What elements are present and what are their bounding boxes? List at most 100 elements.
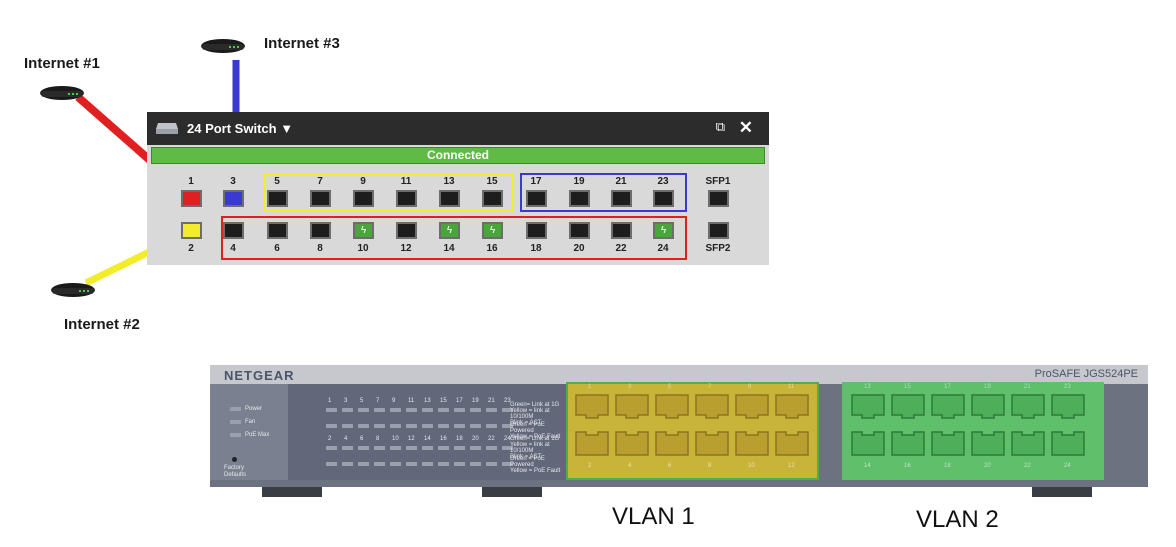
rj45-port[interactable]: [850, 391, 886, 419]
rj45-port[interactable]: [1010, 391, 1046, 419]
port-5[interactable]: [267, 190, 288, 207]
rj45-port[interactable]: [774, 431, 810, 459]
rj45-port[interactable]: [654, 391, 690, 419]
port-3[interactable]: [223, 190, 244, 207]
port-led: [470, 446, 481, 450]
port-20[interactable]: [569, 222, 590, 239]
rj45-port[interactable]: [930, 431, 966, 459]
rj45-port[interactable]: [734, 391, 770, 419]
rj45-port[interactable]: [614, 431, 650, 459]
port-number: 20: [984, 463, 991, 469]
netgear-switch: NETGEAR ProSAFE JGS524PE Power Fan PoE M…: [210, 365, 1148, 497]
foot: [1032, 487, 1092, 497]
yellow-port-group: [263, 173, 513, 212]
port-led: [486, 446, 497, 450]
rj45-port[interactable]: [930, 391, 966, 419]
rj45-port[interactable]: [774, 391, 810, 419]
vlan-1-label: VLAN 1: [612, 503, 695, 530]
port-23[interactable]: [653, 190, 674, 207]
led-number: 2: [328, 436, 332, 442]
sfp-port[interactable]: [708, 190, 729, 207]
port-number: 5: [668, 384, 672, 390]
sfp-port[interactable]: [708, 222, 729, 239]
port-number-label: 18: [530, 243, 542, 254]
rj45-port[interactable]: [654, 431, 690, 459]
close-icon[interactable]: ✕: [738, 118, 753, 137]
port-22[interactable]: [611, 222, 632, 239]
port-18[interactable]: [526, 222, 547, 239]
rj45-port[interactable]: [890, 431, 926, 459]
port-10[interactable]: ϟ: [353, 222, 374, 239]
port-7[interactable]: [310, 190, 331, 207]
rj45-port[interactable]: [1010, 431, 1046, 459]
rj45-port[interactable]: [574, 391, 610, 419]
port-21[interactable]: [611, 190, 632, 207]
led-number: 8: [376, 436, 380, 442]
port-number-label: 5: [274, 176, 280, 187]
poe-led: [406, 424, 417, 428]
port-number-label: 19: [573, 176, 585, 187]
rj45-port[interactable]: [970, 431, 1006, 459]
switch-title-dropdown[interactable]: 24 Port Switch ▼: [187, 121, 293, 136]
poe-led: [390, 462, 401, 466]
poe-led: [486, 462, 497, 466]
port-13[interactable]: [439, 190, 460, 207]
rj45-port[interactable]: [1050, 431, 1086, 459]
port-12[interactable]: [396, 222, 417, 239]
power-label: Power: [245, 406, 263, 412]
rj45-port[interactable]: [734, 431, 770, 459]
port-17[interactable]: [526, 190, 547, 207]
rj45-port[interactable]: [890, 391, 926, 419]
port-number: 9: [748, 384, 752, 390]
led-number: 3: [344, 398, 348, 404]
port-number-label: 2: [188, 243, 194, 254]
port-11[interactable]: [396, 190, 417, 207]
port-19[interactable]: [569, 190, 590, 207]
led-number: 16: [440, 436, 447, 442]
rj45-port[interactable]: [694, 391, 730, 419]
reset-button[interactable]: [232, 457, 237, 462]
led-number: 23: [504, 398, 511, 404]
led-number: 18: [456, 436, 463, 442]
poe-max-led: [230, 433, 241, 437]
port-8[interactable]: [310, 222, 331, 239]
popout-icon[interactable]: ⧉: [715, 119, 725, 134]
rj45-port[interactable]: [1050, 391, 1086, 419]
led-number: 15: [440, 398, 447, 404]
led-number: 5: [360, 398, 364, 404]
port-number: 8: [708, 463, 712, 469]
rj45-port[interactable]: [694, 431, 730, 459]
led-number: 24: [504, 436, 511, 442]
rj45-port[interactable]: [970, 391, 1006, 419]
poe-led: [438, 424, 449, 428]
port-16[interactable]: ϟ: [482, 222, 503, 239]
rj45-port[interactable]: [614, 391, 650, 419]
foot: [482, 487, 542, 497]
poe-led: [374, 462, 385, 466]
fan-led: [230, 420, 241, 424]
port-2[interactable]: [181, 222, 202, 239]
port-9[interactable]: [353, 190, 374, 207]
netgear-model: ProSAFE JGS524PE: [1034, 368, 1138, 380]
port-15[interactable]: [482, 190, 503, 207]
rj45-port[interactable]: [850, 431, 886, 459]
poe-led: [406, 462, 417, 466]
led-number: 22: [488, 436, 495, 442]
port-14[interactable]: ϟ: [439, 222, 460, 239]
port-number: 6: [668, 463, 672, 469]
port-6[interactable]: [267, 222, 288, 239]
poe-led: [486, 424, 497, 428]
vlan-2-label: VLAN 2: [916, 506, 999, 533]
port-1[interactable]: [181, 190, 202, 207]
poe-led: [502, 462, 513, 466]
rj45-port[interactable]: [574, 431, 610, 459]
port-4[interactable]: [223, 222, 244, 239]
port-number-label: 10: [357, 243, 369, 254]
port-led: [374, 408, 385, 412]
port-number: 14: [864, 463, 871, 469]
port-number: 15: [904, 384, 911, 390]
port-number: 1: [588, 384, 592, 390]
port-24[interactable]: ϟ: [653, 222, 674, 239]
led-number: 11: [408, 398, 415, 404]
